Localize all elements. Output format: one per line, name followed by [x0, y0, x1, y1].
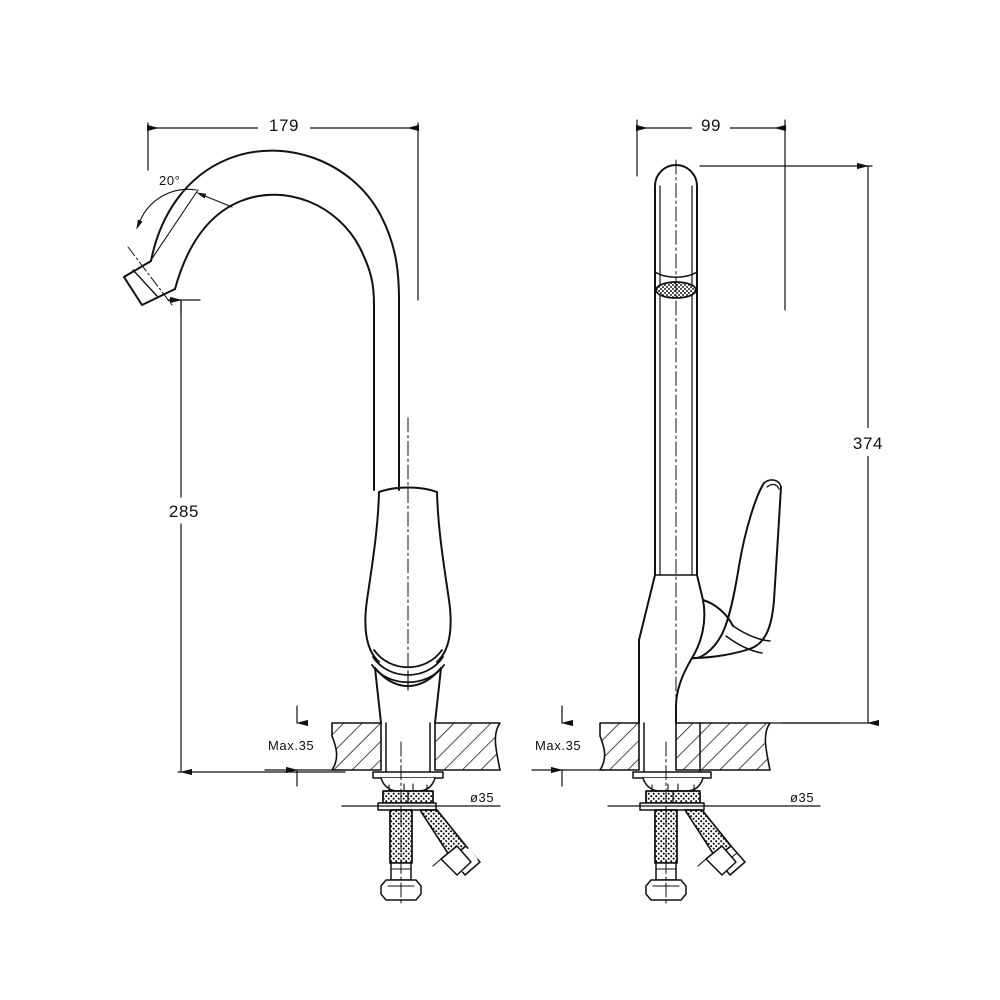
dimension-label-d35-right: ø35 — [790, 790, 814, 805]
lever-handle-side — [691, 479, 782, 660]
mounting-hardware-front — [372, 771, 444, 811]
spout-tip — [123, 260, 176, 306]
dimension-20-degree — [136, 188, 233, 264]
faucet-base-front — [374, 667, 442, 724]
supply-hose-angled — [419, 809, 481, 876]
dimension-label-max35-right: Max.35 — [535, 738, 581, 753]
mounting-hardware-side — [632, 771, 712, 811]
dimension-label-99: 99 — [701, 116, 721, 135]
dimension-label-d35-left: ø35 — [470, 790, 494, 805]
mounting-shank-front — [385, 722, 431, 776]
dimension-179 — [147, 113, 419, 301]
dimension-374 — [699, 162, 893, 727]
supply-hose-angled-side — [684, 809, 746, 876]
spout-tip-centerline — [127, 246, 173, 306]
dimension-max35-right — [531, 705, 606, 787]
centerline-front — [400, 417, 409, 906]
countertop-side — [599, 722, 841, 771]
dimension-max35-left — [264, 705, 341, 787]
dimension-label-374: 374 — [853, 434, 883, 453]
dimension-label-max35-left: Max.35 — [268, 738, 314, 753]
dimension-label-285: 285 — [169, 502, 199, 521]
faucet-body-front — [364, 486, 452, 663]
dimension-285 — [160, 296, 346, 776]
faucet-body-side — [638, 574, 734, 724]
dimension-99 — [636, 113, 786, 311]
mounting-shank-side — [643, 722, 701, 776]
centerline-side — [665, 159, 677, 906]
countertop-front — [331, 722, 501, 771]
dimension-label-20-degree: 20° — [159, 173, 180, 188]
spout-gooseneck — [150, 149, 400, 491]
dimension-label-179: 179 — [269, 116, 299, 135]
